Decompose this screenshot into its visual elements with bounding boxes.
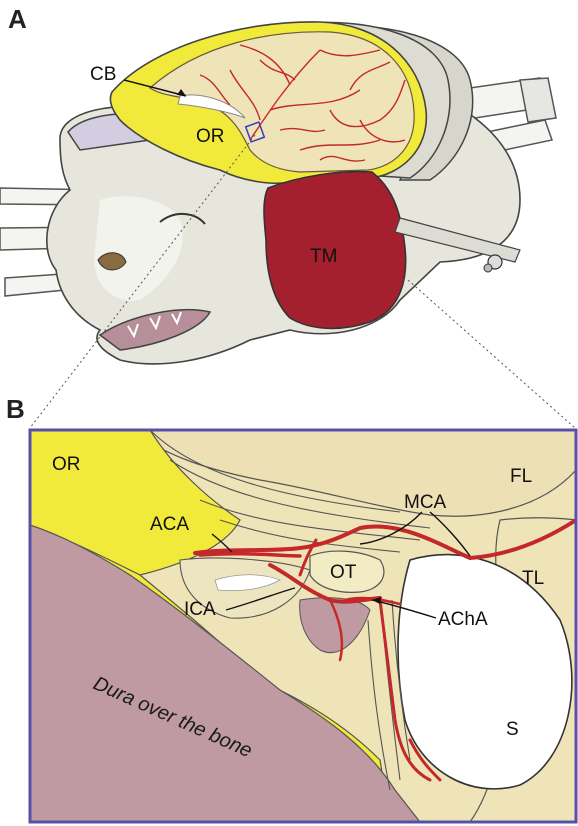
label-or-b: OR — [52, 454, 81, 475]
aca-artery — [200, 554, 300, 556]
label-or-a: OR — [196, 126, 225, 147]
label-s: S — [506, 719, 519, 740]
panel-b: B — [6, 394, 576, 822]
panel-a: A — [0, 4, 575, 428]
panel-a-letter: A — [8, 4, 27, 34]
label-tl: TL — [522, 568, 544, 589]
label-ica: ICA — [184, 599, 216, 620]
label-aca: ACA — [150, 514, 189, 535]
label-ot: OT — [330, 562, 357, 583]
zoom-line-right — [408, 280, 575, 428]
label-cb: CB — [90, 64, 116, 85]
label-mca: MCA — [404, 492, 447, 513]
frame-arm-corner — [520, 78, 556, 122]
label-fl: FL — [510, 466, 532, 487]
label-tm: TM — [310, 246, 337, 267]
panel-b-content — [30, 430, 576, 822]
label-acha: AChA — [438, 609, 488, 630]
panel-b-letter: B — [6, 394, 25, 424]
